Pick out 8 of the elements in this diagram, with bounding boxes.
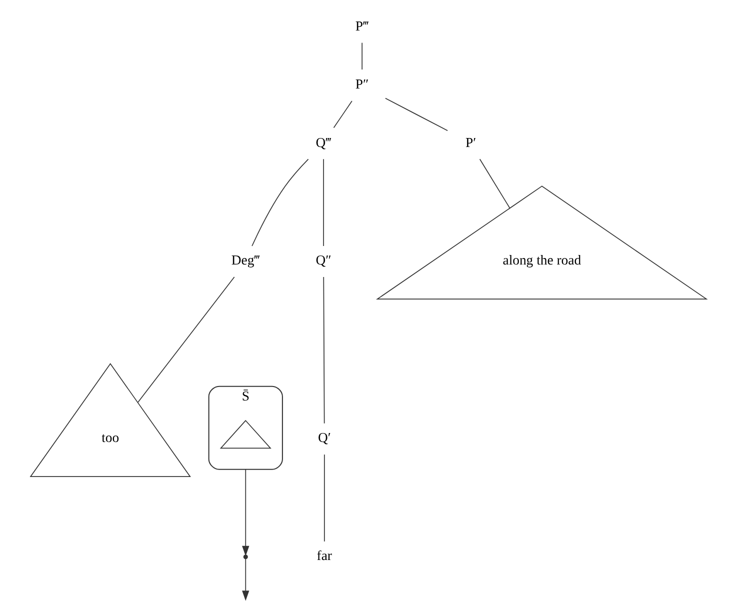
node-text: Q″	[316, 252, 332, 268]
node-text: P′	[466, 134, 476, 150]
node-text: far	[316, 548, 332, 564]
node-text: P‴	[355, 18, 369, 34]
node-text: P″	[355, 76, 369, 92]
node-text: Q′	[318, 430, 331, 446]
node-text: Q‴	[316, 134, 332, 150]
node-text: Deg‴	[231, 252, 260, 268]
